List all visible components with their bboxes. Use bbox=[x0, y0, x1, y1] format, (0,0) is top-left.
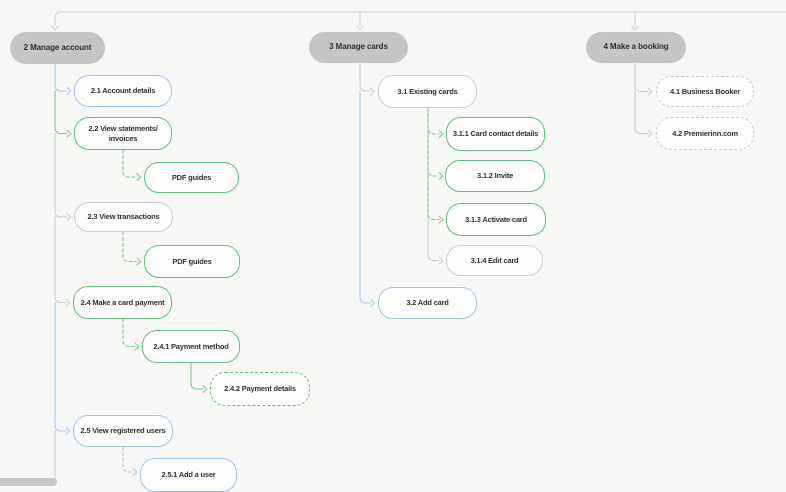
node-3-manage-cards[interactable]: 3 Manage cards bbox=[309, 32, 408, 63]
node-pdf-guides-statements[interactable]: PDF guides bbox=[144, 162, 239, 193]
node-label: 4.1 Business Booker bbox=[670, 86, 740, 96]
node-label: 3.1 Existing cards bbox=[397, 86, 458, 96]
node-label: 2 Manage account bbox=[23, 42, 92, 52]
node-3-2-add-card[interactable]: 3.2 Add card bbox=[378, 287, 477, 319]
node-label: 2.1 Account details bbox=[90, 86, 156, 96]
node-2-manage-account[interactable]: 2 Manage account bbox=[10, 32, 105, 64]
node-2-4-make-a-card-payment[interactable]: 2.4 Make a card payment bbox=[73, 286, 172, 319]
node-2-1-account-details[interactable]: 2.1 Account details bbox=[74, 75, 172, 107]
node-label: 4 Make a booking bbox=[603, 42, 669, 52]
node-label: 2.4.2 Payment details bbox=[224, 384, 296, 394]
node-4-2-premierinn-com[interactable]: 4.2 Premierinn.com bbox=[656, 117, 754, 150]
node-4-1-business-booker[interactable]: 4.1 Business Booker bbox=[656, 76, 754, 107]
node-2-5-view-registered-users[interactable]: 2.5 View registered users bbox=[73, 415, 173, 447]
node-label: 3 Manage cards bbox=[329, 42, 388, 52]
node-2-4-1-payment-method[interactable]: 2.4.1 Payment method bbox=[142, 330, 240, 363]
node-2-4-2-payment-details[interactable]: 2.4.2 Payment details bbox=[210, 372, 310, 406]
node-3-1-2-invite[interactable]: 3.1.2 Invite bbox=[445, 160, 545, 192]
node-label: 4.2 Premierinn.com bbox=[672, 128, 738, 138]
node-label: 2.3 View transactions bbox=[87, 212, 160, 222]
node-pdf-guides-transactions[interactable]: PDF guides bbox=[144, 245, 240, 278]
node-label: 2.2 View statements/ invoices bbox=[88, 123, 158, 143]
node-label: 3.1.2 Invite bbox=[477, 171, 513, 181]
node-3-1-existing-cards[interactable]: 3.1 Existing cards bbox=[378, 75, 477, 108]
node-label: PDF guides bbox=[172, 256, 212, 266]
node-label: PDF guides bbox=[171, 172, 212, 182]
node-3-1-4-edit-card[interactable]: 3.1.4 Edit card bbox=[446, 245, 543, 276]
node-label: 2.5 View registered users bbox=[80, 426, 166, 436]
node-3-1-3-activate-card[interactable]: 3.1.3 Activate card bbox=[446, 203, 546, 236]
node-label: 2.5.1 Add a user bbox=[161, 470, 216, 480]
horizontal-scrollbar-thumb[interactable] bbox=[0, 478, 57, 486]
node-2-2-view-statements-invoices[interactable]: 2.2 View statements/ invoices bbox=[74, 117, 172, 150]
node-2-5-1-add-a-user[interactable]: 2.5.1 Add a user bbox=[140, 458, 237, 492]
node-label: 2.4 Make a card payment bbox=[80, 297, 165, 307]
node-label: 2.4.1 Payment method bbox=[153, 341, 229, 351]
node-label: 3.1.4 Edit card bbox=[470, 255, 519, 265]
node-2-3-view-transactions[interactable]: 2.3 View transactions bbox=[74, 202, 173, 232]
node-label: 3.1.3 Activate card bbox=[465, 214, 527, 224]
node-label: 3.1.1 Card contact details bbox=[452, 129, 539, 139]
node-label: 3.2 Add card bbox=[406, 298, 449, 308]
node-4-make-a-booking[interactable]: 4 Make a booking bbox=[586, 32, 686, 63]
node-3-1-1-card-contact-details[interactable]: 3.1.1 Card contact details bbox=[446, 117, 545, 151]
